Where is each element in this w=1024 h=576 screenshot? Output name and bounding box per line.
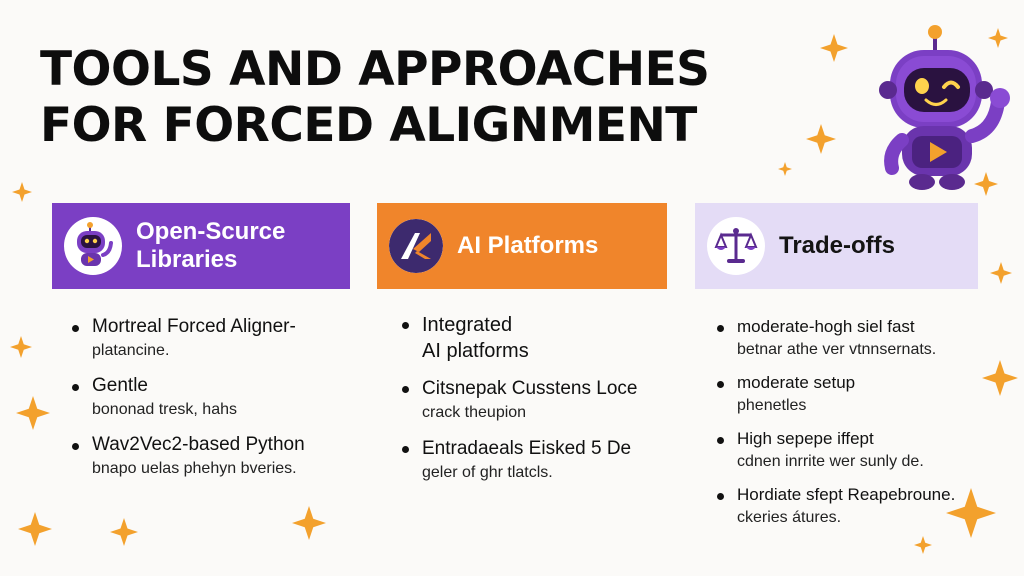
- sparkle-icon: [292, 506, 326, 540]
- list-item: Gentle bononad tresk, hahs: [70, 374, 360, 421]
- card-title: Open-Scurce Libraries: [136, 218, 285, 274]
- sparkle-icon: [778, 162, 792, 176]
- list-item: Mortreal Forced Aligner- platancine.: [70, 315, 360, 362]
- page-title: TOOLS AND APPROACHES FOR FORCED ALIGNMEN…: [40, 42, 800, 154]
- card-header-open-source: Open-Scurce Libraries: [52, 203, 350, 289]
- sparkle-icon: [820, 34, 848, 62]
- page-title-line-2: FOR FORCED ALIGNMENT: [40, 98, 697, 153]
- list-item-lead: Gentle: [92, 375, 148, 396]
- trade-offs-list: moderate-hogh siel fast betnar athe ver …: [715, 315, 995, 539]
- sparkle-icon: [974, 172, 998, 196]
- list-item-sub: bnapo uelas phehyn bveries.: [92, 460, 297, 477]
- list-item: Hordiate sfept Reapebroune. ckeries átur…: [715, 483, 995, 529]
- sparkle-icon: [990, 262, 1012, 284]
- list-item-lead-line-2: AI platforms: [422, 340, 529, 362]
- card-title: Trade-offs: [779, 232, 896, 259]
- robot-mascot-illustration: [850, 22, 1020, 197]
- sparkle-icon: [12, 182, 32, 202]
- list-item-sub: phenetles: [737, 397, 807, 414]
- list-item-lead: High sepepe iffept: [737, 429, 874, 448]
- list-item: Entradaeals Eisked 5 De geler of ghr tla…: [400, 436, 670, 484]
- sparkle-icon: [914, 536, 932, 554]
- sparkle-icon: [110, 518, 138, 546]
- sparkle-icon: [18, 512, 52, 546]
- card-header-ai-platforms: AI Platforms: [377, 203, 667, 289]
- list-item-lead: Hordiate sfept Reapebroune.: [737, 485, 956, 504]
- list-item-lead: Citsnepak Cusstens Loce: [422, 378, 638, 399]
- list-item-lead: Wav2Vec2-based Python: [92, 434, 305, 455]
- card-title-line-2: Libraries: [136, 246, 238, 273]
- list-item-lead: Integrated: [422, 314, 513, 336]
- sparkle-icon: [988, 28, 1008, 48]
- list-item: moderate-hogh siel fast betnar athe ver …: [715, 315, 995, 361]
- list-item-lead: Entradaeals Eisked 5 De: [422, 438, 632, 459]
- open-source-list: Mortreal Forced Aligner- platancine. Gen…: [70, 315, 360, 492]
- list-item-sub: crack theupion: [422, 404, 527, 421]
- list-item: Integrated AI platforms: [400, 312, 670, 364]
- sparkle-icon: [982, 360, 1018, 396]
- list-item-lead: moderate-hogh siel fast: [737, 317, 915, 336]
- card-title: AI Platforms: [457, 232, 599, 259]
- balance-scale-icon: [707, 217, 765, 275]
- list-item-sub: ckeries átures.: [737, 509, 842, 526]
- sparkle-icon: [806, 124, 836, 154]
- list-item: Citsnepak Cusstens Loce crack theupion: [400, 376, 670, 424]
- robot-mascot-icon: [64, 217, 122, 275]
- list-item-sub: cdnen inrrite wer sunly de.: [737, 453, 924, 470]
- sparkle-icon: [946, 488, 996, 538]
- list-item-sub: bononad tresk, hahs: [92, 401, 237, 418]
- list-item-lead: moderate setup: [737, 373, 856, 392]
- sparkle-icon: [10, 336, 32, 358]
- sparkle-icon: [16, 396, 50, 430]
- list-item: High sepepe iffept cdnen inrrite wer sun…: [715, 427, 995, 473]
- page-title-line-1: TOOLS AND APPROACHES: [40, 42, 710, 97]
- card-header-trade-offs: Trade-offs: [695, 203, 978, 289]
- list-item: moderate setup phenetles: [715, 371, 995, 417]
- ai-logo-icon: [389, 219, 443, 273]
- ai-platforms-list: Integrated AI platforms Citsnepak Cusste…: [400, 312, 670, 496]
- list-item: Wav2Vec2-based Python bnapo uelas phehyn…: [70, 433, 360, 480]
- list-item-sub: betnar athe ver vtnnsernats.: [737, 341, 937, 358]
- list-item-lead: Mortreal Forced Aligner-: [92, 316, 296, 337]
- list-item-sub: platancine.: [92, 342, 170, 359]
- card-title-line-1: Open-Scurce: [136, 218, 286, 245]
- list-item-sub: geler of ghr tlatcls.: [422, 464, 553, 481]
